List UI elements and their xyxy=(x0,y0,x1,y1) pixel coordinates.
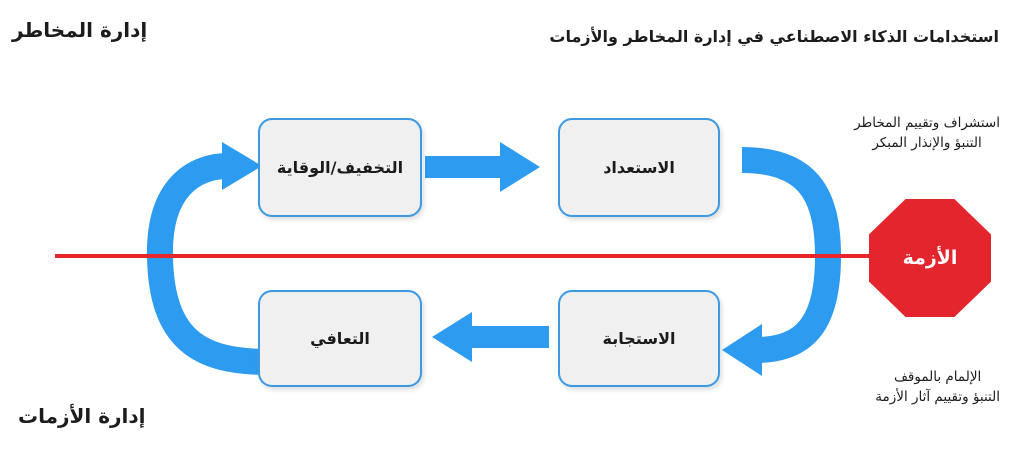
phase-box-mitigation[interactable]: التخفيف/الوقاية xyxy=(258,118,422,217)
phase-box-preparedness[interactable]: الاستعداد xyxy=(558,118,720,217)
phase-label-preparedness: الاستعداد xyxy=(603,158,675,177)
annotation-top-right-line2: التنبؤ والإنذار المبكر xyxy=(872,134,982,151)
arrow-recovery-to-mitigation xyxy=(146,142,269,375)
page-title: استخدامات الذكاء الاصطناعي في إدارة المخ… xyxy=(549,27,999,46)
crisis-management-label: إدارة الأزمات xyxy=(18,404,146,428)
arrow-preparedness-to-response xyxy=(722,147,841,376)
phase-box-recovery[interactable]: التعافي xyxy=(258,290,422,387)
crisis-octagon-marker[interactable]: الأزمة xyxy=(869,199,991,317)
annotation-bottom-right-line2: التنبؤ وتقييم آثار الأزمة xyxy=(875,388,1000,405)
phase-box-response[interactable]: الاستجابة xyxy=(558,290,720,387)
risk-management-label: إدارة المخاطر xyxy=(12,18,148,42)
annotation-bottom-right: الإلمام بالموقف التنبؤ وتقييم آثار الأزم… xyxy=(875,368,1000,407)
arrow-response-to-recovery xyxy=(432,312,549,362)
arrow-mitigation-to-preparedness xyxy=(425,142,540,192)
annotation-bottom-right-line1: الإلمام بالموقف xyxy=(893,369,982,385)
annotation-top-right: استشراف وتقييم المخاطر التنبؤ والإنذار ا… xyxy=(854,114,1000,153)
phase-label-recovery: التعافي xyxy=(310,329,370,348)
crisis-label: الأزمة xyxy=(902,247,958,269)
phase-label-response: الاستجابة xyxy=(602,329,676,348)
phase-label-mitigation: التخفيف/الوقاية xyxy=(276,158,404,177)
annotation-top-right-line1: استشراف وتقييم المخاطر xyxy=(854,115,1000,131)
